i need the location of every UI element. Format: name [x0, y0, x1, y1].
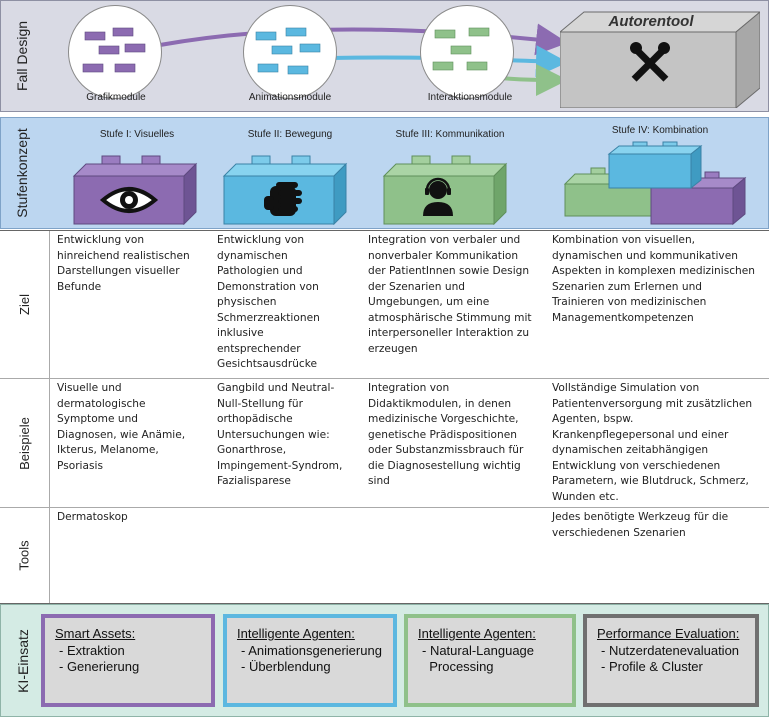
- interaktion-module-circle: [420, 5, 514, 99]
- grafik-module-circle: [68, 5, 162, 99]
- table-row-ziel: Ziel Entwicklung von hinreichend realist…: [0, 230, 769, 378]
- beispiele-cell-4: Vollständige Simulation von Patientenver…: [552, 382, 753, 503]
- row-label-wrap: Beispiele: [0, 379, 50, 507]
- row-label-wrap: Ziel: [0, 231, 50, 378]
- row-label-beispiele: Beispiele: [17, 416, 33, 470]
- ki-box-smart-assets: Smart Assets: - Extraktion - Generierung: [41, 614, 215, 707]
- ziel-cell-3: Integration von verbaler und nonverbaler…: [368, 234, 532, 355]
- combined-bricks-icon: [563, 141, 747, 226]
- tools-cell-1: Dermatoskop: [57, 511, 128, 523]
- content-table: Ziel Entwicklung von hinreichend realist…: [0, 230, 769, 604]
- ki-box-item: - Extraktion: [59, 643, 125, 658]
- stufe-4-label: Stufe IV: Kombination: [611, 125, 709, 136]
- table-row-beispiele: Beispiele Visuelle und dermatologische S…: [0, 378, 769, 507]
- ki-box-agenten-nlp: Intelligente Agenten: - Natural-Language…: [404, 614, 576, 707]
- ki-box-item: Processing: [422, 659, 494, 674]
- hand-icon: [264, 182, 302, 216]
- eye-icon: [99, 187, 159, 213]
- ki-box-item: - Generierung: [59, 659, 140, 674]
- stufe-1-label: Stufe I: Visuelles: [99, 129, 175, 140]
- stufe-2-label: Stufe II: Bewegung: [247, 129, 333, 140]
- ki-einsatz-label: KI-Einsatz: [15, 628, 31, 693]
- tools-icon: [630, 42, 670, 82]
- ki-box-item: - Nutzerdatenevaluation: [601, 643, 740, 658]
- purple-bricks-icon: [82, 27, 146, 73]
- stufe-2-brick: [222, 155, 348, 225]
- ki-einsatz-label-wrap: KI-Einsatz: [1, 605, 45, 716]
- ki-box-title: Intelligente Agenten:: [418, 626, 536, 641]
- ki-box-agenten-animation: Intelligente Agenten: - Animationsgeneri…: [223, 614, 397, 707]
- interaktion-module-label: Interaktionsmodule: [427, 92, 513, 103]
- arrow-grafik: [159, 23, 568, 56]
- stufe-3-brick: [382, 155, 508, 225]
- row-label-ziel: Ziel: [16, 294, 32, 315]
- stufe-3-label: Stufe III: Kommunikation: [395, 129, 505, 140]
- ki-box-item: - Profile & Cluster: [601, 659, 703, 674]
- autorentool-label: Autorentool: [608, 13, 694, 30]
- row-label-tools: Tools: [16, 540, 32, 571]
- stufenkonzept-label-wrap: Stufenkonzept: [0, 117, 44, 229]
- tools-cell-4: Jedes benötigte Werkzeug für die verschi…: [552, 511, 729, 539]
- ki-box-title: Performance Evaluation:: [597, 626, 740, 641]
- ki-box-item: - Überblendung: [241, 659, 331, 674]
- row-label-wrap: Tools: [0, 508, 50, 603]
- animation-module-circle: [243, 5, 337, 99]
- green-bricks-icon: [432, 27, 490, 71]
- ki-box-item: - Animationsgenerierung: [241, 643, 382, 658]
- beispiele-cell-1: Visuelle und dermatologische Symptome un…: [57, 382, 186, 472]
- ziel-cell-4: Kombination von visuellen, dynamischen u…: [552, 234, 755, 324]
- grafik-module-label: Grafikmodule: [86, 92, 146, 103]
- ki-box-performance: Performance Evaluation: - Nutzerdateneva…: [583, 614, 759, 707]
- stufenkonzept-label: Stufenkonzept: [14, 128, 31, 218]
- beispiele-cell-3: Integration von Didaktikmodulen, in dene…: [368, 382, 524, 487]
- ki-einsatz-band: KI-Einsatz Smart Assets: - Extraktion - …: [0, 604, 769, 717]
- ki-box-title: Intelligente Agenten:: [237, 626, 355, 641]
- autorentool-box: [560, 11, 760, 108]
- blue-bricks-icon: [255, 27, 321, 75]
- stufe-1-brick: [72, 155, 198, 225]
- ki-box-title: Smart Assets:: [55, 626, 136, 641]
- animation-module-label: Animationsmodule: [248, 92, 332, 103]
- headset-person-icon: [423, 177, 453, 216]
- beispiele-cell-2: Gangbild und Neutral- Null-Stellung für …: [217, 382, 343, 487]
- table-row-tools: Tools Dermatoskop Jedes benötigte Werkze…: [0, 507, 769, 604]
- ziel-cell-2: Entwicklung von dynamischen Pathologien …: [217, 234, 320, 370]
- ki-box-item: - Natural-Language: [422, 643, 535, 658]
- ziel-cell-1: Entwicklung von hinreichend realistische…: [57, 234, 190, 293]
